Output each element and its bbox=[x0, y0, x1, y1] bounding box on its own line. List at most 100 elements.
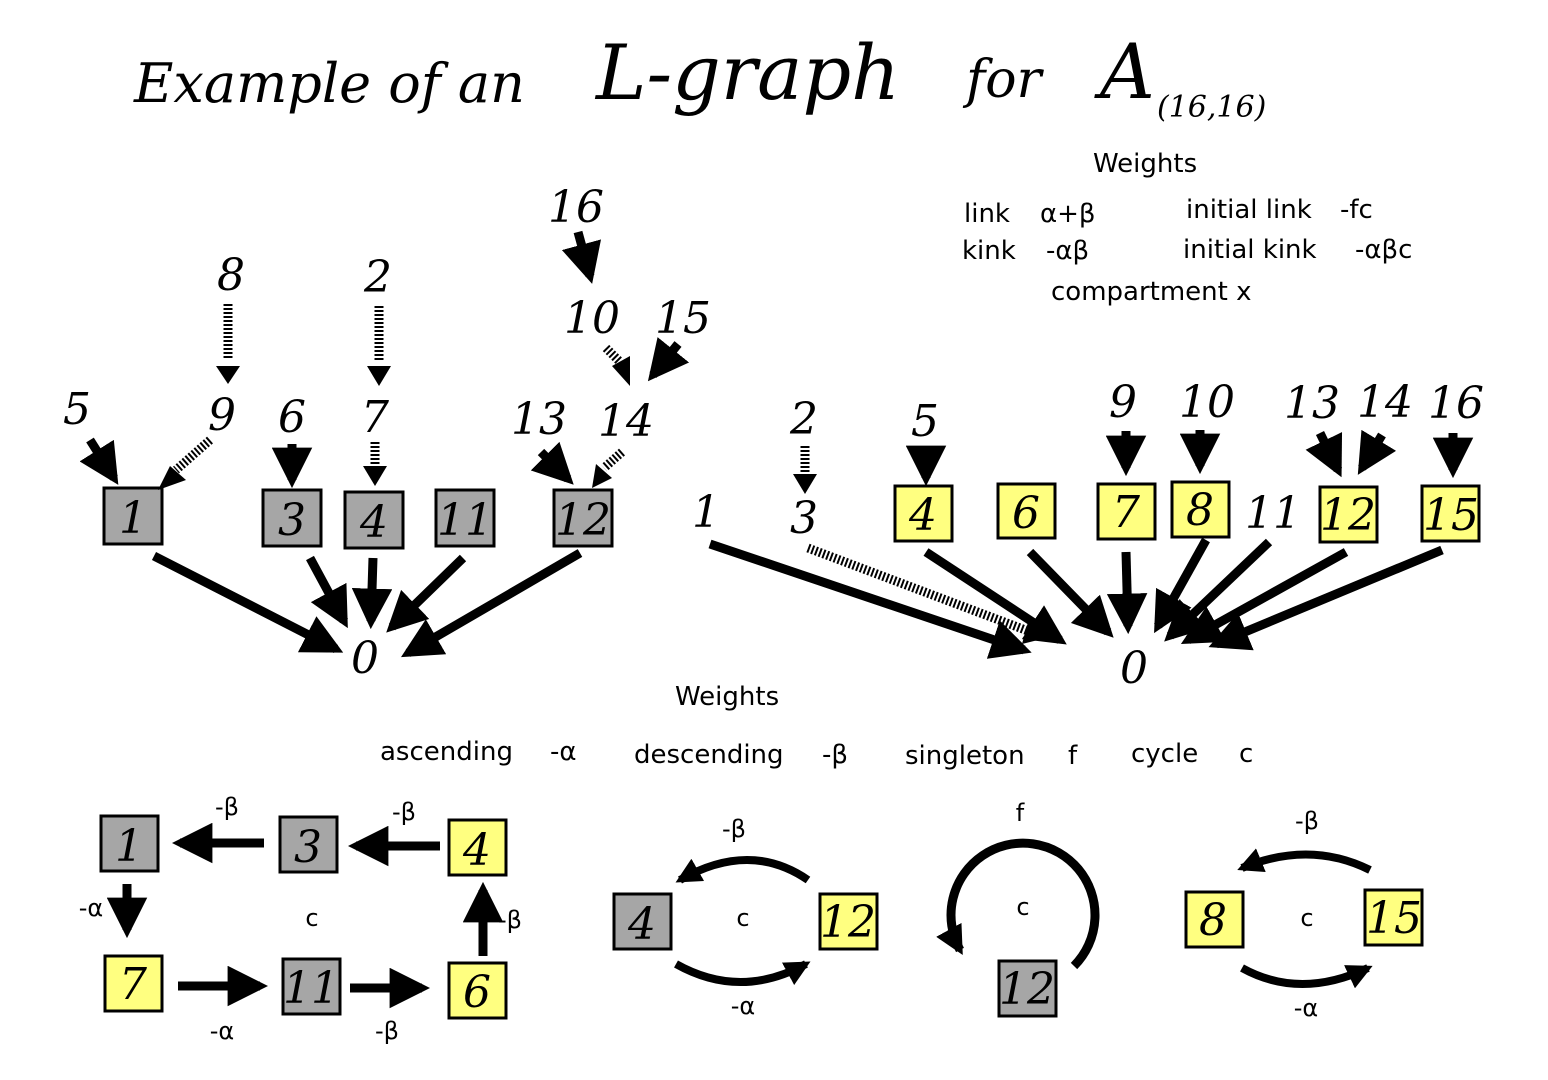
kink-9-to-1 bbox=[173, 436, 213, 474]
right-node-1: 1 bbox=[692, 487, 720, 538]
left-box-11: 11 bbox=[434, 488, 496, 548]
left-node-8: 8 bbox=[217, 250, 245, 301]
title-part3: for bbox=[962, 50, 1045, 110]
title: Example of an L-graph for A (16,16) bbox=[133, 27, 1266, 125]
left-box-3-label: 3 bbox=[278, 495, 306, 546]
right-box-7-label: 7 bbox=[1112, 487, 1140, 538]
ascending-label: ascending bbox=[380, 737, 513, 767]
arrow-4-to-0r bbox=[923, 548, 1067, 645]
c1-box-3: 3 bbox=[278, 815, 339, 874]
right-node-2: 2 bbox=[789, 394, 818, 445]
left-root-0: 0 bbox=[351, 633, 379, 684]
right-node-10: 10 bbox=[1179, 377, 1235, 428]
link-label: link bbox=[964, 199, 1010, 229]
link-value: α+β bbox=[1040, 199, 1096, 229]
right-box-8: 8 bbox=[1170, 480, 1231, 539]
c3-box-12-label: 12 bbox=[999, 964, 1055, 1015]
c4-arrow-8-to-15 bbox=[1240, 964, 1373, 989]
left-node-13: 13 bbox=[511, 394, 567, 445]
right-box-7: 7 bbox=[1096, 482, 1157, 541]
kink-3-to-0 bbox=[806, 543, 1038, 639]
right-node-11: 11 bbox=[1245, 488, 1301, 539]
c4-box-8-label: 8 bbox=[1199, 895, 1227, 946]
left-node-6: 6 bbox=[278, 392, 306, 443]
cycle-3: 12 f c bbox=[936, 799, 1100, 1018]
c1-label-top2: -β bbox=[392, 798, 416, 826]
left-node-10: 10 bbox=[564, 293, 620, 344]
title-part2: L-graph bbox=[594, 28, 900, 117]
right-root-0: 0 bbox=[1120, 643, 1148, 694]
c4-center: c bbox=[1300, 904, 1313, 932]
right-box-12: 12 bbox=[1318, 485, 1379, 544]
descending-value: -β bbox=[822, 740, 848, 770]
right-box-8-label: 8 bbox=[1186, 485, 1214, 536]
arrow-11-to-0 bbox=[386, 554, 467, 633]
arrow-12-to-0 bbox=[400, 549, 583, 658]
left-box-12: 12 bbox=[552, 488, 614, 548]
right-box-4-label: 4 bbox=[908, 490, 937, 541]
weights-legend-bottom: Weights ascending -α descending -β singl… bbox=[380, 682, 1253, 771]
c1-box-6: 6 bbox=[447, 961, 508, 1020]
cycle-label: cycle bbox=[1131, 739, 1198, 769]
title-symbol: A bbox=[1094, 27, 1155, 116]
c1-label-right: -β bbox=[498, 906, 522, 934]
arrow-1-to-0 bbox=[151, 551, 344, 654]
arrow-7-to-0r bbox=[1106, 551, 1148, 635]
c1-box-6-label: 6 bbox=[463, 967, 491, 1018]
kink-value: -αβ bbox=[1046, 236, 1089, 266]
left-node-5: 5 bbox=[63, 384, 91, 435]
left-box-1-label: 1 bbox=[119, 493, 147, 544]
kink-10-to-14 bbox=[602, 344, 624, 366]
left-node-16: 16 bbox=[548, 182, 604, 233]
c4-box-8: 8 bbox=[1184, 890, 1245, 949]
left-box-11-label: 11 bbox=[437, 495, 493, 546]
c4-label-bottom: -α bbox=[1294, 994, 1318, 1022]
left-node-14: 14 bbox=[598, 396, 654, 447]
c2-box-4-label: 4 bbox=[627, 899, 656, 950]
left-box-1: 1 bbox=[102, 486, 164, 546]
arrow-4-to-0 bbox=[351, 557, 393, 630]
c1-label-bottom1: -α bbox=[210, 1017, 234, 1045]
cycle-4: 8 15 -β -α c bbox=[1184, 807, 1424, 1022]
arrow-5-to-1 bbox=[79, 437, 119, 485]
c4-label-top: -β bbox=[1295, 807, 1319, 835]
c1-center: c bbox=[305, 904, 318, 932]
c4-box-15: 15 bbox=[1363, 888, 1424, 947]
right-node-16: 16 bbox=[1428, 378, 1484, 429]
right-box-15-label: 15 bbox=[1423, 490, 1479, 541]
left-box-4-label: 4 bbox=[359, 497, 388, 548]
c1-box-4: 4 bbox=[447, 818, 508, 877]
right-node-5: 5 bbox=[911, 396, 939, 447]
c1-label-top1: -β bbox=[215, 793, 239, 821]
kink-label: kink bbox=[962, 236, 1016, 266]
arrow-16-to-10 bbox=[561, 230, 602, 284]
c1-box-11: 11 bbox=[281, 957, 342, 1016]
c1-box-4-label: 4 bbox=[462, 825, 491, 876]
c3-box-12: 12 bbox=[997, 959, 1058, 1018]
left-node-2: 2 bbox=[363, 252, 392, 303]
c1-box-11-label: 11 bbox=[283, 963, 339, 1014]
c2-label-top: -β bbox=[722, 815, 746, 843]
weights-legend-top: Weights link α+β initial link -fc kink -… bbox=[962, 149, 1412, 307]
left-box-4: 4 bbox=[343, 490, 405, 550]
right-node-13: 13 bbox=[1284, 378, 1340, 429]
arrow-6-to-0r bbox=[1026, 548, 1114, 638]
right-box-12-label: 12 bbox=[1320, 490, 1376, 541]
kink-arrows-right bbox=[793, 446, 1046, 644]
c2-box-12: 12 bbox=[818, 892, 879, 951]
left-box-3: 3 bbox=[261, 488, 323, 548]
c3-label-top: f bbox=[1016, 799, 1025, 827]
initial-kink-value: -αβc bbox=[1355, 235, 1412, 265]
c1-box-7: 7 bbox=[103, 954, 164, 1013]
title-subscript: (16,16) bbox=[1157, 90, 1266, 125]
arrow-15-to-14 bbox=[647, 337, 690, 382]
initial-link-label: initial link bbox=[1186, 195, 1312, 225]
c2-arrow-4-to-12 bbox=[674, 960, 811, 986]
c1-box-1-label: 1 bbox=[115, 821, 143, 872]
right-node-14: 14 bbox=[1357, 377, 1413, 428]
c1-label-left: -α bbox=[79, 894, 103, 922]
ascending-value: -α bbox=[550, 737, 577, 767]
c1-box-3-label: 3 bbox=[294, 822, 322, 873]
left-box-12-label: 12 bbox=[555, 495, 611, 546]
